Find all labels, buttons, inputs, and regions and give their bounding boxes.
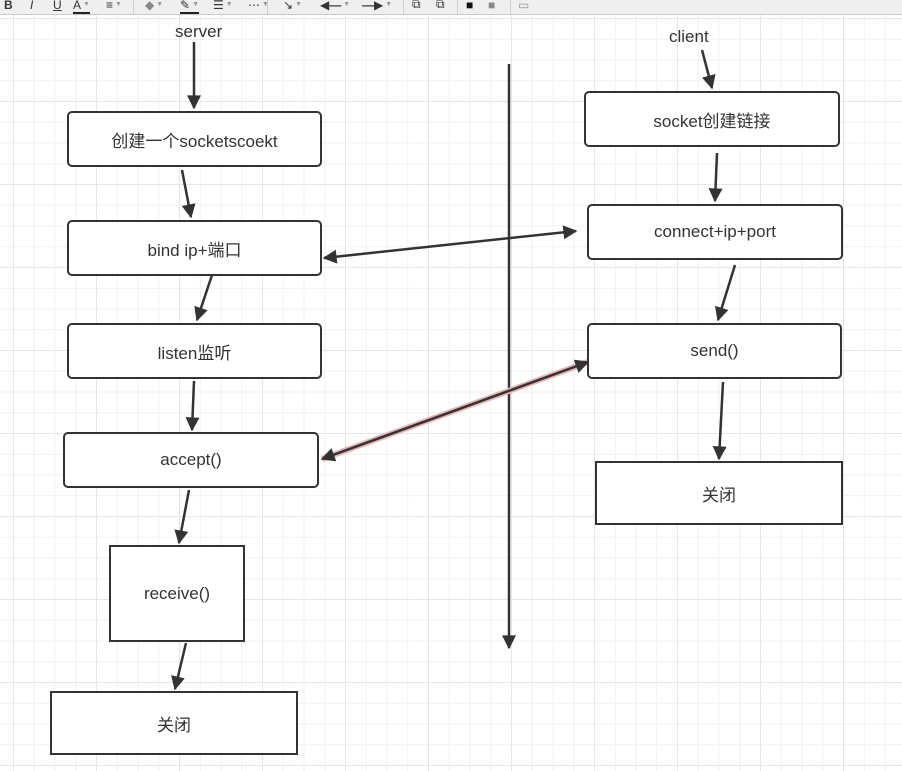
unlock-icon: ■: [488, 0, 496, 12]
chevron-down-icon: ▼: [385, 1, 393, 8]
start-arrow-icon: ◀—: [320, 0, 342, 12]
node-label: 关闭: [157, 715, 191, 735]
node-client-close[interactable]: 关闭: [595, 461, 843, 525]
node-create-socket[interactable]: 创建一个socketscoekt: [67, 111, 322, 167]
underline-icon: U: [53, 0, 62, 12]
chevron-down-icon: ▼: [83, 1, 90, 8]
node-server-close[interactable]: 关闭: [50, 691, 298, 755]
node-label: socket创建链接: [653, 111, 771, 131]
arrow-listen-to-accept[interactable]: [185, 380, 200, 432]
node-label: 创建一个socketscoekt: [111, 131, 278, 151]
lock-icon: ■: [466, 0, 474, 12]
send-to-back-icon: ⧉: [436, 0, 445, 11]
group-button[interactable]: ▭: [518, 0, 529, 12]
arrow-accept-to-receive[interactable]: [174, 489, 191, 545]
line-width-icon: ☰: [213, 0, 224, 12]
line-color-icon: ✎: [180, 0, 191, 12]
italic-button[interactable]: I: [30, 0, 33, 12]
node-socket-create[interactable]: socket创建链接: [584, 91, 840, 147]
chevron-down-icon: ▼: [295, 1, 302, 8]
arrow-bind-connect-bidirectional[interactable]: [322, 225, 578, 264]
line-color-button[interactable]: ✎▼: [180, 0, 199, 14]
bold-button[interactable]: B: [4, 0, 13, 12]
arrow-send-to-close[interactable]: [712, 381, 727, 461]
send-to-back-button[interactable]: ⧉: [436, 0, 445, 12]
node-label: receive(): [143, 583, 211, 603]
start-arrow-button[interactable]: ◀—▼: [320, 0, 350, 12]
fill-color-button[interactable]: ◆▼: [145, 0, 163, 12]
chevron-down-icon: ▼: [115, 1, 122, 8]
font-color-button[interactable]: A▼: [73, 0, 90, 14]
node-label: send(): [690, 341, 739, 360]
arrow-connect-to-send[interactable]: [715, 264, 737, 322]
toolbar-divider: [510, 0, 511, 14]
bold-icon: B: [4, 0, 13, 12]
node-label: 关闭: [702, 485, 736, 505]
chevron-down-icon: ▼: [156, 1, 164, 8]
underline-button[interactable]: U: [53, 0, 62, 12]
node-accept[interactable]: accept(): [63, 432, 319, 488]
node-listen[interactable]: listen监听: [67, 323, 322, 379]
chevron-down-icon: ▼: [192, 1, 199, 8]
italic-icon: I: [30, 0, 34, 12]
node-send[interactable]: send(): [587, 323, 842, 379]
arrow-send-accept-bidirectional[interactable]: [320, 359, 590, 462]
lock-button[interactable]: ■: [466, 0, 473, 12]
bring-to-front-icon: ⧉: [412, 0, 421, 11]
node-bind[interactable]: bind ip+端口: [67, 220, 322, 276]
chevron-down-icon: ▼: [262, 1, 269, 8]
server-label[interactable]: server: [175, 22, 223, 41]
node-label: accept(): [160, 450, 222, 469]
line-style-button[interactable]: ⋯▼: [248, 0, 269, 12]
line-width-button[interactable]: ☰▼: [213, 0, 233, 12]
connector-style-button[interactable]: ↘▼: [283, 0, 302, 12]
node-label: listen监听: [157, 343, 232, 363]
fill-color-icon: ◆: [145, 0, 155, 12]
node-label: connect+ip+port: [654, 222, 776, 241]
align-button[interactable]: ≡▼: [106, 0, 122, 12]
client-label[interactable]: client: [669, 27, 709, 46]
toolbar-divider: [457, 0, 458, 14]
chevron-down-icon: ▼: [225, 1, 233, 8]
font-color-icon: A: [73, 0, 82, 12]
arrow-receive-to-close[interactable]: [171, 642, 188, 691]
line-style-icon: ⋯: [248, 0, 260, 12]
node-receive[interactable]: receive(): [109, 545, 245, 642]
arrow-socket-to-connect[interactable]: [708, 152, 723, 203]
end-arrow-icon: —▶: [362, 0, 384, 12]
align-icon: ≡: [106, 0, 114, 12]
format-toolbar: B I U A▼ ≡▼ ◆▼ ✎▼ ☰▼ ⋯▼ ↘▼ ◀—▼ —▶▼ ⧉ ⧉ ■…: [0, 0, 902, 15]
toolbar-divider: [133, 0, 134, 14]
arrow-bind-to-listen[interactable]: [194, 274, 214, 322]
end-arrow-button[interactable]: —▶▼: [362, 0, 392, 12]
toolbar-divider: [403, 0, 404, 14]
connector-style-icon: ↘: [283, 0, 294, 12]
chevron-down-icon: ▼: [343, 1, 351, 8]
node-label: bind ip+端口: [147, 240, 242, 260]
unlock-button[interactable]: ■: [488, 0, 495, 12]
bring-to-front-button[interactable]: ⧉: [412, 0, 421, 12]
arrow-client-to-socket[interactable]: [700, 49, 716, 90]
toolbar-divider: [267, 0, 268, 14]
arrow-create-to-bind[interactable]: [180, 169, 196, 219]
node-connect[interactable]: connect+ip+port: [587, 204, 843, 260]
group-icon: ▭: [518, 0, 530, 12]
